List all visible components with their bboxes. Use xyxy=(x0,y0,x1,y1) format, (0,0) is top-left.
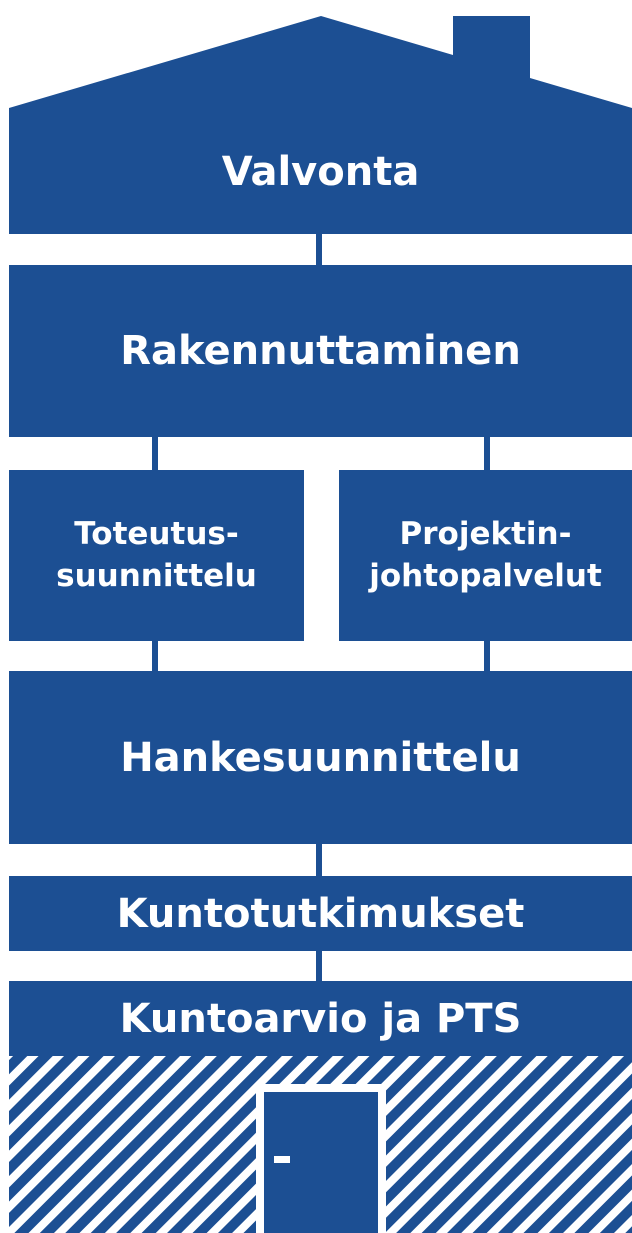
door-handle xyxy=(274,1156,290,1163)
connector-rakennuttaminen-projektin xyxy=(484,437,490,470)
connector-kunto-kuntoarvio xyxy=(316,951,322,981)
label-toteutus-line1: Toteutus- xyxy=(74,515,239,552)
connector-projektin-hanke xyxy=(484,641,490,671)
connector-rakennuttaminen-toteutus xyxy=(152,437,158,470)
label-projektin-line2: johtopalvelut xyxy=(369,557,602,594)
label-rakennuttaminen: Rakennuttaminen xyxy=(120,328,521,374)
box-hankesuunnittelu: Hankesuunnittelu xyxy=(9,671,632,844)
label-kuntoarvio-pts: Kuntoarvio ja PTS xyxy=(119,995,522,1042)
connector-hanke-kunto xyxy=(316,844,322,876)
label-hankesuunnittelu: Hankesuunnittelu xyxy=(120,734,521,781)
box-toteutussuunnittelu: Toteutus- suunnittelu xyxy=(9,470,304,641)
label-projektin-line1: Projektin- xyxy=(399,515,572,552)
label-kuntotutkimukset: Kuntotutkimukset xyxy=(116,890,525,937)
roof-shape xyxy=(9,16,632,234)
box-kuntoarvio-pts: Kuntoarvio ja PTS xyxy=(9,981,632,1056)
box-rakennuttaminen: Rakennuttaminen xyxy=(9,265,632,437)
connector-roof-rakennuttaminen xyxy=(316,234,322,265)
connector-toteutus-hanke xyxy=(152,641,158,671)
box-projektinjohtopalvelut: Projektin- johtopalvelut xyxy=(339,470,632,641)
label-toteutus-line2: suunnittelu xyxy=(56,557,257,594)
box-kuntotutkimukset: Kuntotutkimukset xyxy=(9,876,632,951)
roof-label-valvonta: Valvonta xyxy=(221,149,420,195)
